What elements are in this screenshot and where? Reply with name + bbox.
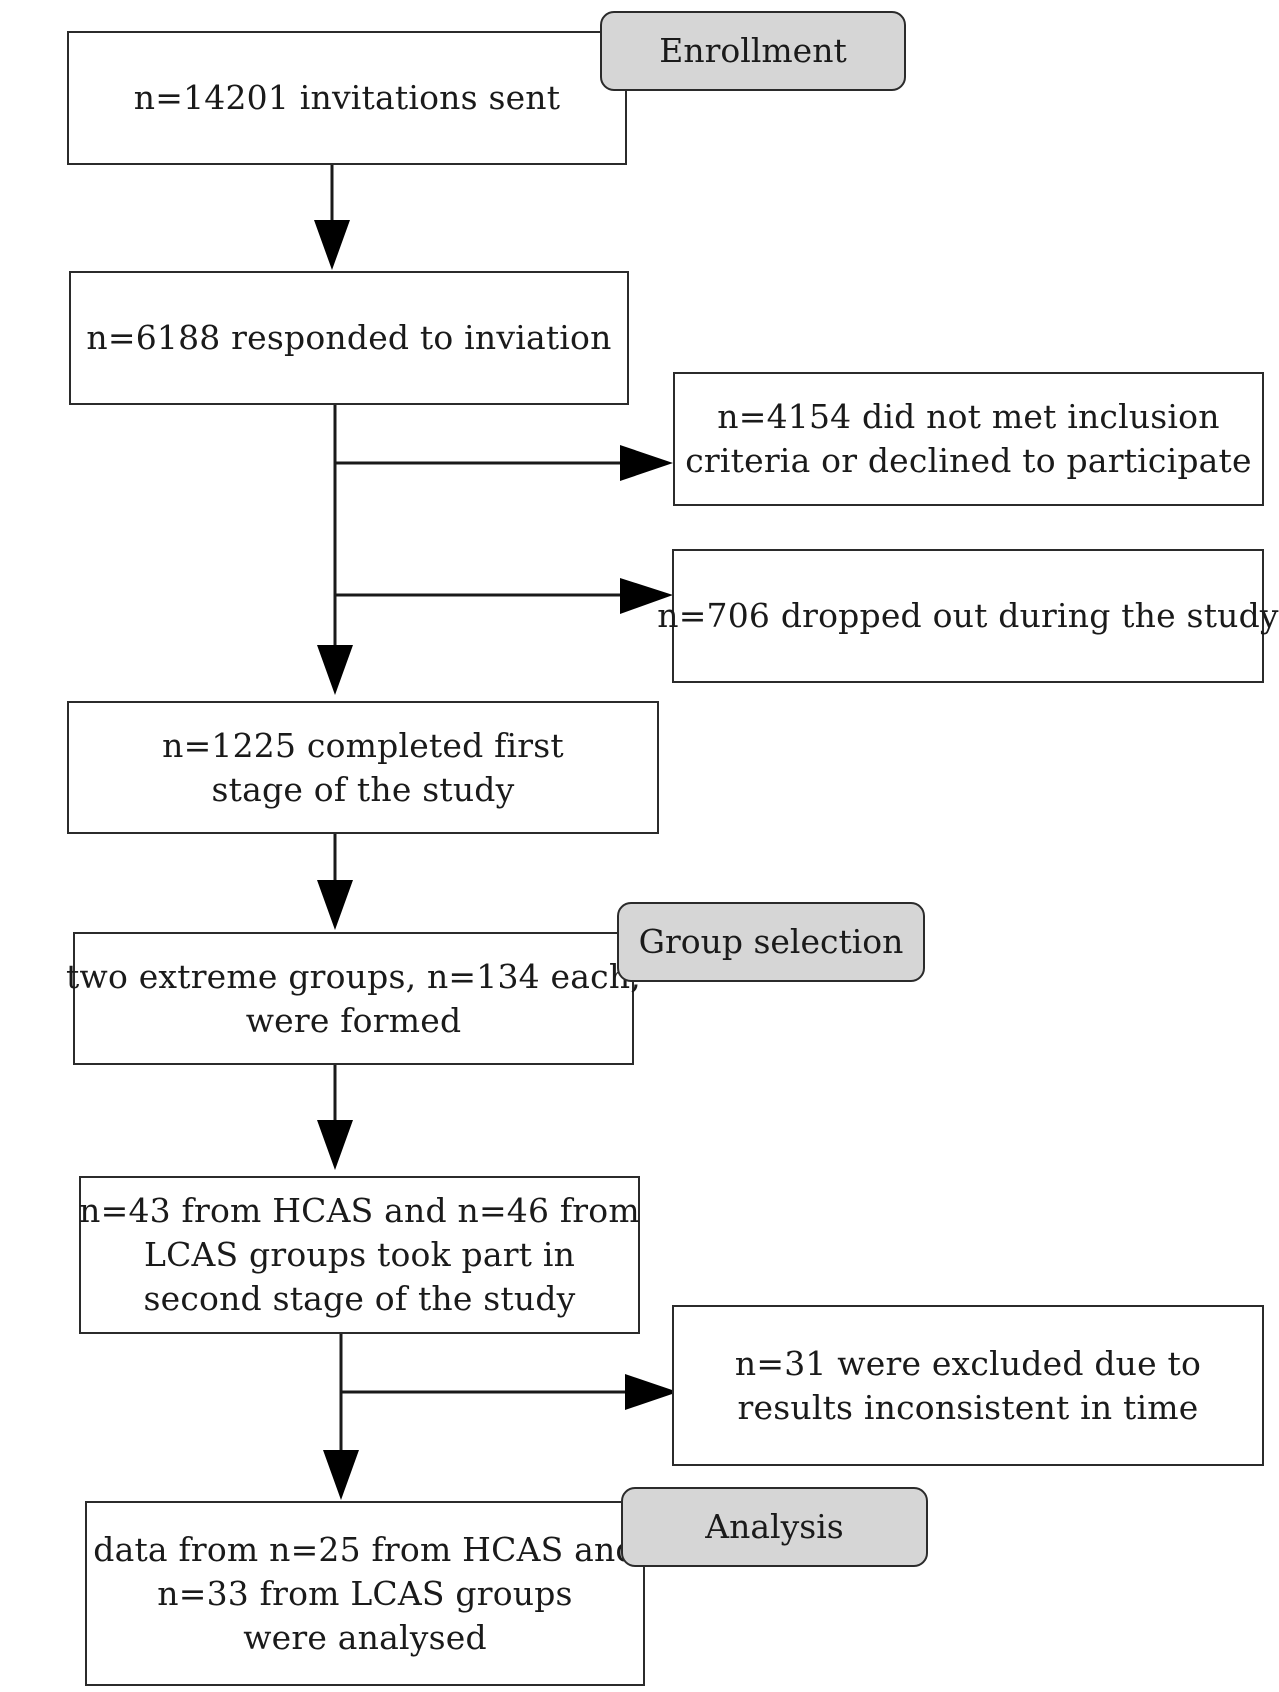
arrowhead-to-responded (314, 220, 350, 270)
second-stage-text-line-1: n=43 from HCAS and n=46 from (79, 1191, 640, 1230)
invitations-text-line-1: n=14201 invitations sent (133, 78, 561, 117)
group-selection-stage-text: Group selection (638, 922, 904, 961)
responded-box: n=6188 responded to inviation (69, 271, 629, 405)
arrowhead-to-groups (317, 880, 353, 930)
arrowhead-to-completed (317, 645, 353, 695)
extreme-groups-box: two extreme groups, n=134 each, were for… (66, 932, 641, 1065)
arrowhead-to-dropped (620, 578, 673, 614)
excluded-box: n=31 were excluded due to results incons… (672, 1305, 1264, 1466)
analysis-stage-text: Analysis (705, 1507, 844, 1546)
analysed-box: data from n=25 from HCAS and n=33 from L… (85, 1501, 645, 1686)
excluded-text-line-1: n=31 were excluded due to (734, 1343, 1202, 1383)
arrowhead-to-not-met (620, 445, 673, 481)
analysed-text-line-1: data from n=25 from HCAS and (93, 1529, 637, 1569)
group-selection-stage-label: Group selection (617, 902, 925, 982)
dropped-out-box: n=706 dropped out during the study (657, 549, 1279, 683)
excluded-text-line-2: results inconsistent in time (737, 1387, 1199, 1427)
not-met-criteria-box: n=4154 did not met inclusion criteria or… (673, 372, 1264, 506)
enrollment-stage-text: Enrollment (659, 31, 847, 70)
second-stage-text-line-3: second stage of the study (143, 1279, 576, 1318)
responded-text-line-1: n=6188 responded to inviation (86, 318, 612, 357)
analysis-stage-label: Analysis (621, 1487, 928, 1567)
arrowhead-to-second (317, 1120, 353, 1170)
arrowhead-to-analysed (323, 1450, 359, 1500)
dropped-out-text-line-1: n=706 dropped out during the study (657, 596, 1279, 635)
completed-first-stage-box: n=1225 completed first stage of the stud… (67, 701, 659, 834)
extreme-groups-text-line-1: two extreme groups, n=134 each, (66, 956, 641, 996)
completed-first-stage-text-line-1: n=1225 completed first (162, 725, 564, 765)
not-met-criteria-text-line-1: n=4154 did not met inclusion (717, 397, 1220, 436)
analysed-text-line-3: were analysed (243, 1617, 487, 1657)
invitations-box: n=14201 invitations sent (67, 31, 627, 165)
second-stage-box: n=43 from HCAS and n=46 from LCAS groups… (79, 1176, 640, 1334)
extreme-groups-text-line-2: were formed (245, 1000, 462, 1040)
completed-first-stage-text-line-2: stage of the study (211, 769, 515, 809)
enrollment-stage-label: Enrollment (600, 11, 906, 91)
analysed-text-line-2: n=33 from LCAS groups (157, 1573, 573, 1613)
arrowhead-to-excluded (625, 1374, 678, 1410)
not-met-criteria-text-line-2: criteria or declined to participate (685, 441, 1252, 480)
second-stage-text-line-2: LCAS groups took part in (143, 1235, 576, 1274)
